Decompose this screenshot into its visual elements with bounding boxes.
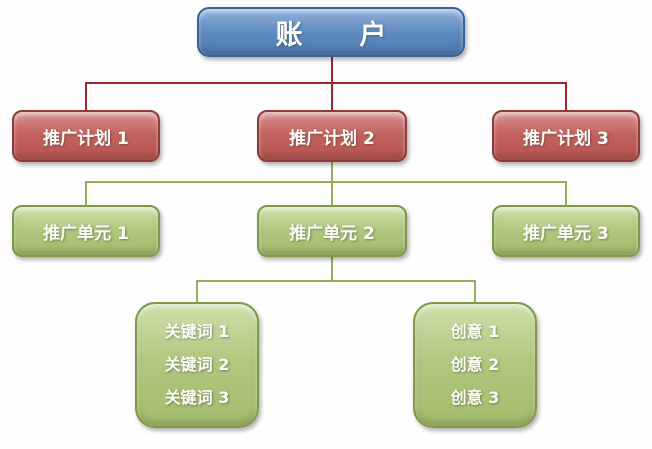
node-unit-2: 推广单元 2: [257, 205, 407, 257]
node-unit-1: 推广单元 1: [12, 205, 160, 257]
node-plan-3: 推广计划 3: [492, 110, 640, 162]
keyword-3-label: 关键词 3: [164, 388, 230, 407]
connector-plans-crossbar: [85, 82, 567, 84]
plan-3-label: 推广计划 3: [523, 128, 609, 149]
connector-plan2-stem: [331, 161, 333, 183]
connector-creatives-drop: [474, 280, 476, 303]
account-label: 账户: [275, 19, 444, 51]
creative-1-label: 创意 1: [450, 322, 500, 341]
connector-units-crossbar: [85, 181, 567, 183]
plan-1-label: 推广计划 1: [43, 128, 129, 149]
keyword-1-label: 关键词 1: [164, 322, 230, 341]
plan-2-label: 推广计划 2: [289, 128, 375, 149]
node-keywords: 关键词 1 关键词 2 关键词 3: [135, 302, 259, 428]
creative-2-label: 创意 2: [450, 355, 500, 374]
unit-2-label: 推广单元 2: [289, 223, 375, 244]
connector-plan2-drop: [331, 82, 333, 111]
node-plan-2: 推广计划 2: [257, 110, 407, 162]
node-creatives: 创意 1 创意 2 创意 3: [413, 302, 537, 428]
node-plan-1: 推广计划 1: [12, 110, 160, 162]
node-account: 账户: [197, 7, 465, 57]
connector-plan1-drop: [85, 82, 87, 111]
connector-unit1-drop: [85, 181, 87, 206]
unit-3-label: 推广单元 3: [523, 223, 609, 244]
unit-1-label: 推广单元 1: [43, 223, 129, 244]
connector-plan3-drop: [565, 82, 567, 111]
node-unit-3: 推广单元 3: [492, 205, 640, 257]
connector-leaves-crossbar: [196, 280, 476, 282]
creative-3-label: 创意 3: [450, 388, 500, 407]
connector-keywords-drop: [196, 280, 198, 303]
connector-unit3-drop: [565, 181, 567, 206]
keyword-2-label: 关键词 2: [164, 355, 230, 374]
connector-unit2-drop: [331, 181, 333, 206]
connector-unit2-stem: [331, 256, 333, 282]
connector-account-stem: [331, 55, 333, 83]
